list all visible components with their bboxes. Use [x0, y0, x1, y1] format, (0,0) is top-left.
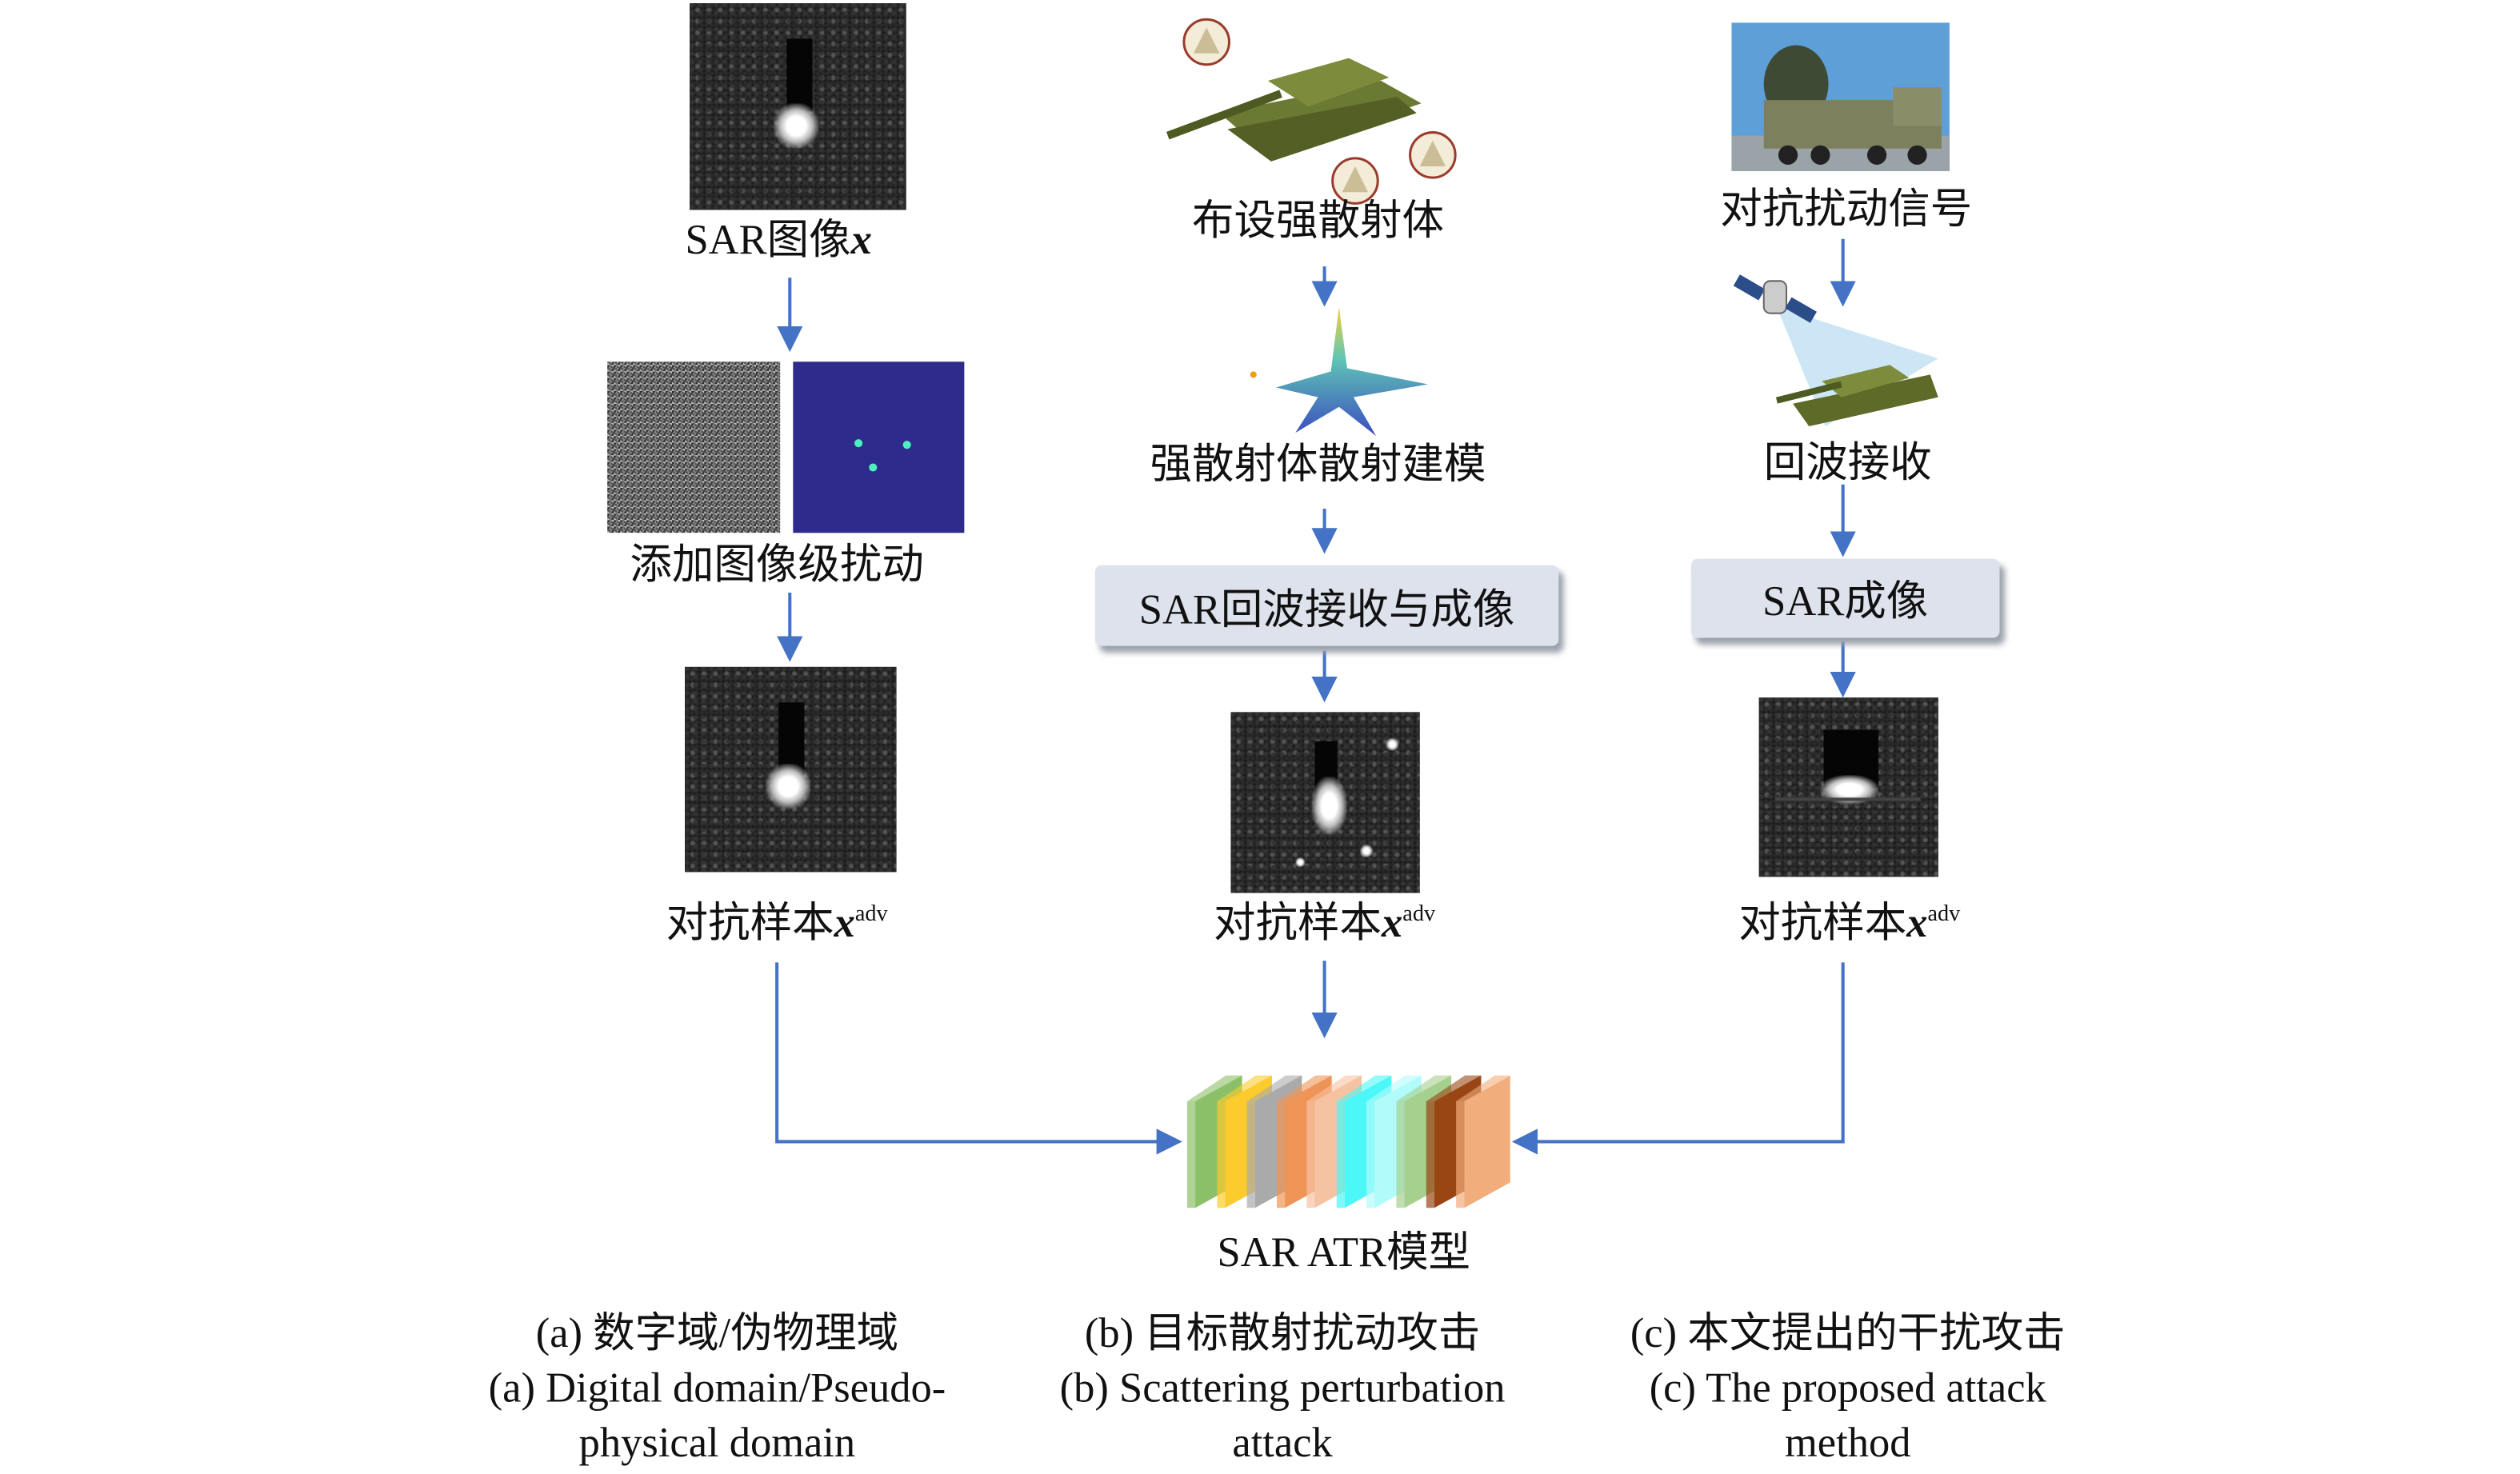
label-text: 对抗样本: [666, 899, 834, 947]
caption-en-line1: (b) Scattering perturbation: [1059, 1364, 1506, 1412]
caption-zh: (c) 本文提出的干扰攻击: [1630, 1309, 2066, 1356]
scattering-modeling-label: 强散射体散射建模: [1150, 441, 1486, 488]
caption-en-line2: attack: [1232, 1419, 1333, 1467]
adv-label-c: 对抗样本xadv: [1738, 899, 1961, 947]
model-label: SAR ATR模型: [1217, 1228, 1471, 1276]
arrow-a3: [775, 962, 1182, 1155]
caption-en-line1: (a) Digital domain/Pseudo-: [488, 1364, 946, 1412]
var-x: x: [834, 899, 855, 947]
model-layer: [1456, 1075, 1510, 1208]
atr-model-icon: [1186, 1075, 1510, 1208]
label-text: SAR图像: [685, 216, 851, 264]
caption-en-line2: physical domain: [578, 1419, 856, 1467]
sar-echo-imaging-box: SAR回波接收与成像: [1094, 565, 1559, 646]
label-text: 对抗样本: [1214, 899, 1382, 947]
satellite-echo-icon: [1733, 274, 1938, 427]
caption-a: (a) 数字域/伪物理域 (a) Digital domain/Pseudo- …: [489, 1306, 946, 1471]
var-x: x: [850, 216, 872, 264]
caption-b: (b) 目标散射扰动攻击 (b) Scattering perturbation…: [1060, 1306, 1506, 1471]
scattering-model-plot-icon: [1250, 306, 1428, 437]
caption-c: (c) 本文提出的干扰攻击 (c) The proposed attack me…: [1630, 1306, 2066, 1471]
echo-receive-label: 回波接收: [1763, 439, 1932, 486]
deploy-scatterers-label: 布设强散射体: [1192, 197, 1445, 244]
perturb-label: 添加图像级扰动: [630, 541, 924, 588]
caption-en-line2: method: [1784, 1419, 1911, 1467]
noise-perturbation-image: [607, 362, 781, 533]
sup-adv: adv: [1402, 902, 1436, 927]
sup-adv: adv: [1927, 902, 1961, 927]
var-x: x: [1382, 899, 1403, 947]
jamming-signal-label: 对抗扰动信号: [1720, 186, 1973, 233]
sar-adv-image-a: [685, 666, 897, 873]
sar-image-input: [690, 3, 906, 210]
sup-adv: adv: [854, 902, 888, 927]
adv-label-b: 对抗样本xadv: [1214, 899, 1436, 947]
arrow-c4: [1511, 962, 1845, 1155]
adv-label-a: 对抗样本xadv: [666, 899, 888, 947]
jamming-vehicle-photo: [1731, 22, 1950, 172]
tank-with-reflectors-icon: [1166, 18, 1457, 205]
sar-adv-image-c: [1758, 697, 1938, 877]
sparse-perturbation-image: [793, 362, 965, 533]
label-text: 对抗样本: [1738, 899, 1907, 947]
caption-zh: (a) 数字域/伪物理域: [535, 1309, 899, 1356]
caption-en-line1: (c) The proposed attack: [1649, 1364, 2046, 1412]
var-x: x: [1906, 899, 1928, 947]
sar-adv-image-b: [1230, 712, 1420, 893]
sar-imaging-box: SAR成像: [1690, 558, 2000, 638]
sar-image-label: SAR图像x: [685, 216, 872, 264]
caption-zh: (b) 目标散射扰动攻击: [1084, 1309, 1481, 1356]
